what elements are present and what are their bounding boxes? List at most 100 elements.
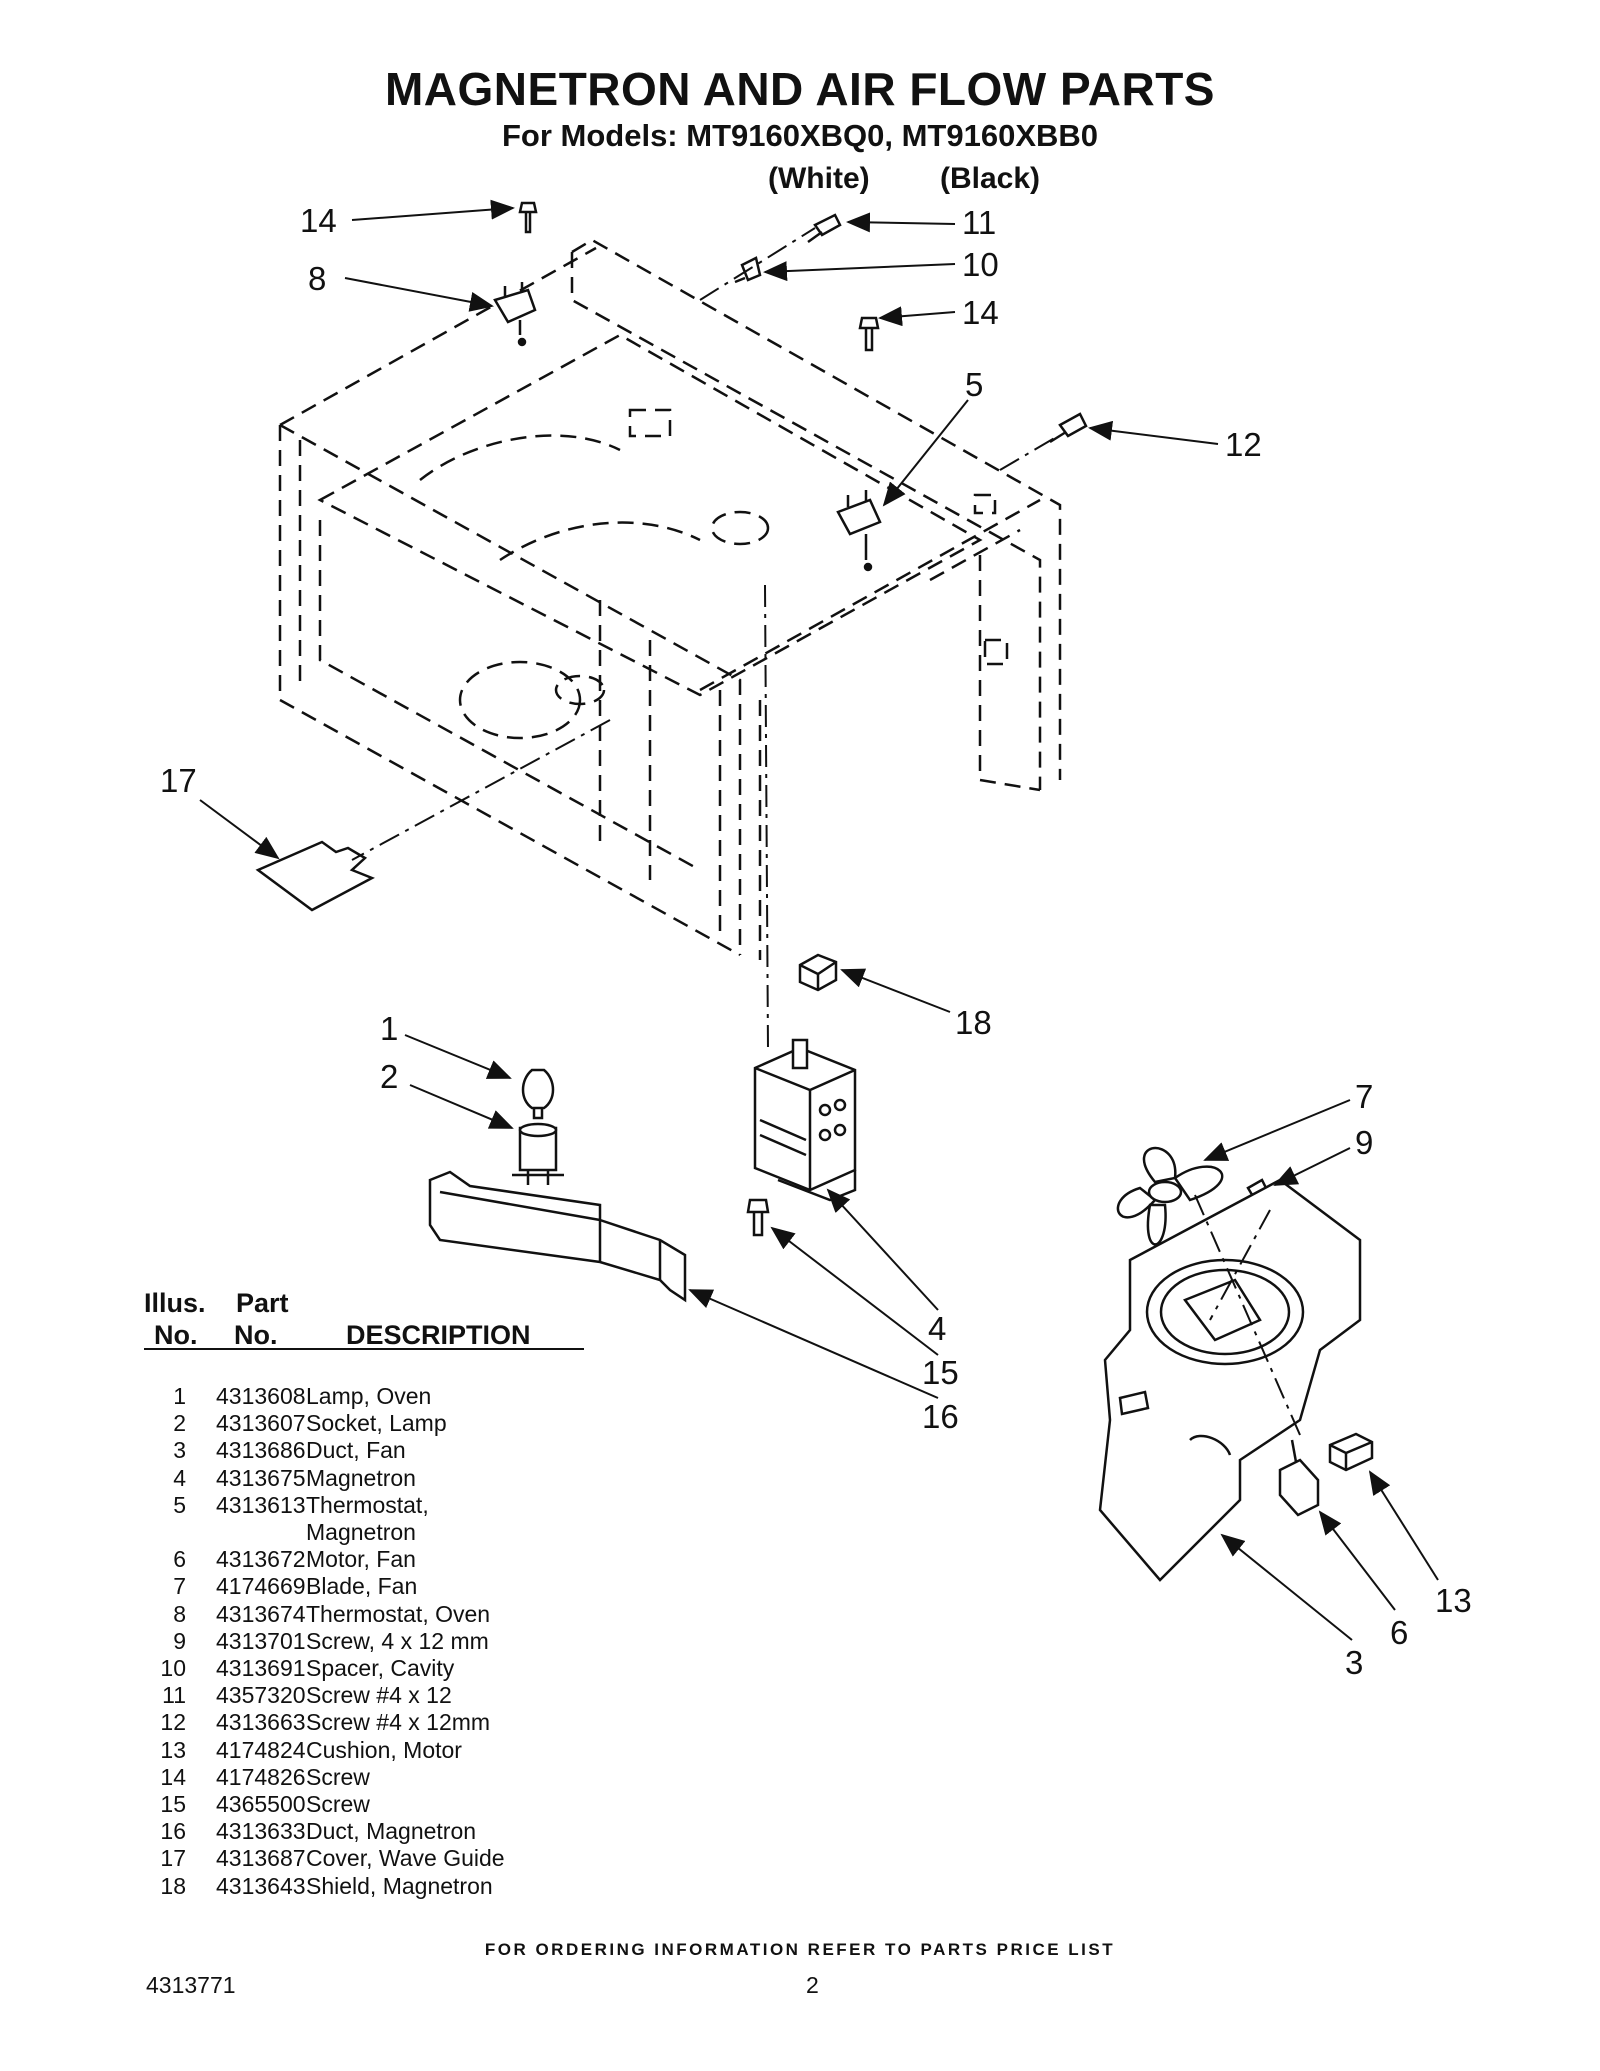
part-description: Lamp, Oven [306, 1383, 432, 1409]
callout-13: 13 [1435, 1582, 1472, 1619]
part-number: 4313613 [216, 1491, 306, 1518]
illus-number: 1 [173, 1383, 186, 1409]
illus-number: 12 [160, 1709, 186, 1736]
illus-number: 3 [173, 1437, 186, 1464]
part-number: 4313643 [216, 1872, 306, 1899]
callout-10: 10 [962, 246, 999, 283]
callout-17: 17 [160, 762, 197, 799]
callout-8: 8 [308, 260, 326, 297]
part-number: 4313701 [216, 1627, 306, 1654]
callout-16: 16 [922, 1398, 959, 1435]
illus-number: 10 [160, 1655, 186, 1682]
part-number: 4365500 [216, 1791, 306, 1818]
part-number: 4313672 [216, 1546, 306, 1573]
callout-12: 12 [1225, 426, 1262, 463]
callout-4: 4 [928, 1310, 946, 1347]
illus-number: 15 [160, 1791, 186, 1818]
callout-labels: 14 8 11 10 14 5 12 17 18 1 2 7 9 4 15 16… [160, 202, 1472, 1681]
page-number: 2 [806, 1972, 819, 1998]
callout-5: 5 [965, 366, 983, 403]
callout-14-top: 14 [300, 202, 337, 239]
callout-6: 6 [1390, 1614, 1408, 1651]
part-number [186, 1519, 306, 1546]
illus-number: 8 [173, 1600, 186, 1627]
part-number: 4313687 [216, 1845, 306, 1872]
part-description: Motor, Fan [306, 1546, 416, 1573]
part-description: Socket, Lamp [306, 1410, 447, 1437]
part-description: Screw [306, 1763, 370, 1790]
leader-arrows [199, 199, 1439, 1641]
illus-number [130, 1519, 186, 1546]
illus-number: 9 [173, 1627, 186, 1654]
part-number: 4313691 [216, 1655, 306, 1682]
illus-number: 5 [173, 1491, 186, 1518]
illus-number: 11 [162, 1682, 186, 1709]
illus-number: 7 [173, 1573, 186, 1600]
illus-number: 4 [173, 1464, 186, 1491]
part-description: Magnetron [306, 1464, 416, 1491]
part-description: Cover, Wave Guide [306, 1845, 505, 1872]
part-number: 4357320 [216, 1682, 306, 1709]
part-shapes [255, 201, 1374, 1582]
parts-row: Magnetron [130, 1519, 586, 1546]
oven-cavity-outline [278, 238, 1062, 960]
part-number: 4174826 [216, 1763, 306, 1790]
illus-number: 6 [173, 1546, 186, 1573]
callout-1: 1 [380, 1010, 398, 1047]
color-label-white: (White) [768, 162, 870, 195]
part-description: Thermostat, [306, 1491, 429, 1518]
part-number: 4313674 [216, 1600, 306, 1627]
callout-11: 11 [962, 204, 996, 241]
part-number: 4174824 [216, 1736, 306, 1763]
callout-3: 3 [1345, 1644, 1363, 1681]
document-number: 4313771 [146, 1972, 236, 1998]
header-part-line2: No. [234, 1320, 278, 1350]
part-description: Spacer, Cavity [306, 1655, 455, 1682]
header-rule [144, 1348, 584, 1350]
header-illus-line2: No. [154, 1320, 198, 1350]
part-description: Magnetron [306, 1519, 416, 1546]
color-label-black: (Black) [940, 162, 1041, 195]
part-number: 4174669 [216, 1573, 306, 1600]
header-illus-line1: Illus. [144, 1288, 206, 1318]
part-number: 4313686 [216, 1437, 306, 1464]
illus-number: 2 [173, 1410, 186, 1437]
part-description: Thermostat, Oven [306, 1600, 491, 1627]
illus-number: 16 [160, 1818, 186, 1845]
part-number: 4313608 [216, 1383, 306, 1409]
illus-number: 18 [160, 1872, 186, 1899]
callout-9: 9 [1355, 1124, 1373, 1161]
callout-2: 2 [380, 1058, 398, 1095]
part-description: Screw #4 x 12 [306, 1682, 452, 1709]
illus-number: 17 [160, 1845, 186, 1872]
part-number: 4313675 [216, 1464, 306, 1491]
page-title: MAGNETRON AND AIR FLOW PARTS [384, 63, 1215, 115]
illus-number: 14 [160, 1763, 186, 1790]
assembly-lines [351, 227, 1301, 1436]
callout-18: 18 [955, 1004, 992, 1041]
part-number: 4313663 [216, 1709, 306, 1736]
part-description: Screw #4 x 12mm [306, 1709, 491, 1736]
part-description: Screw, 4 x 12 mm [306, 1627, 489, 1654]
callout-15: 15 [922, 1354, 959, 1391]
part-number: 4313607 [216, 1410, 306, 1437]
callout-14-right: 14 [962, 294, 999, 331]
